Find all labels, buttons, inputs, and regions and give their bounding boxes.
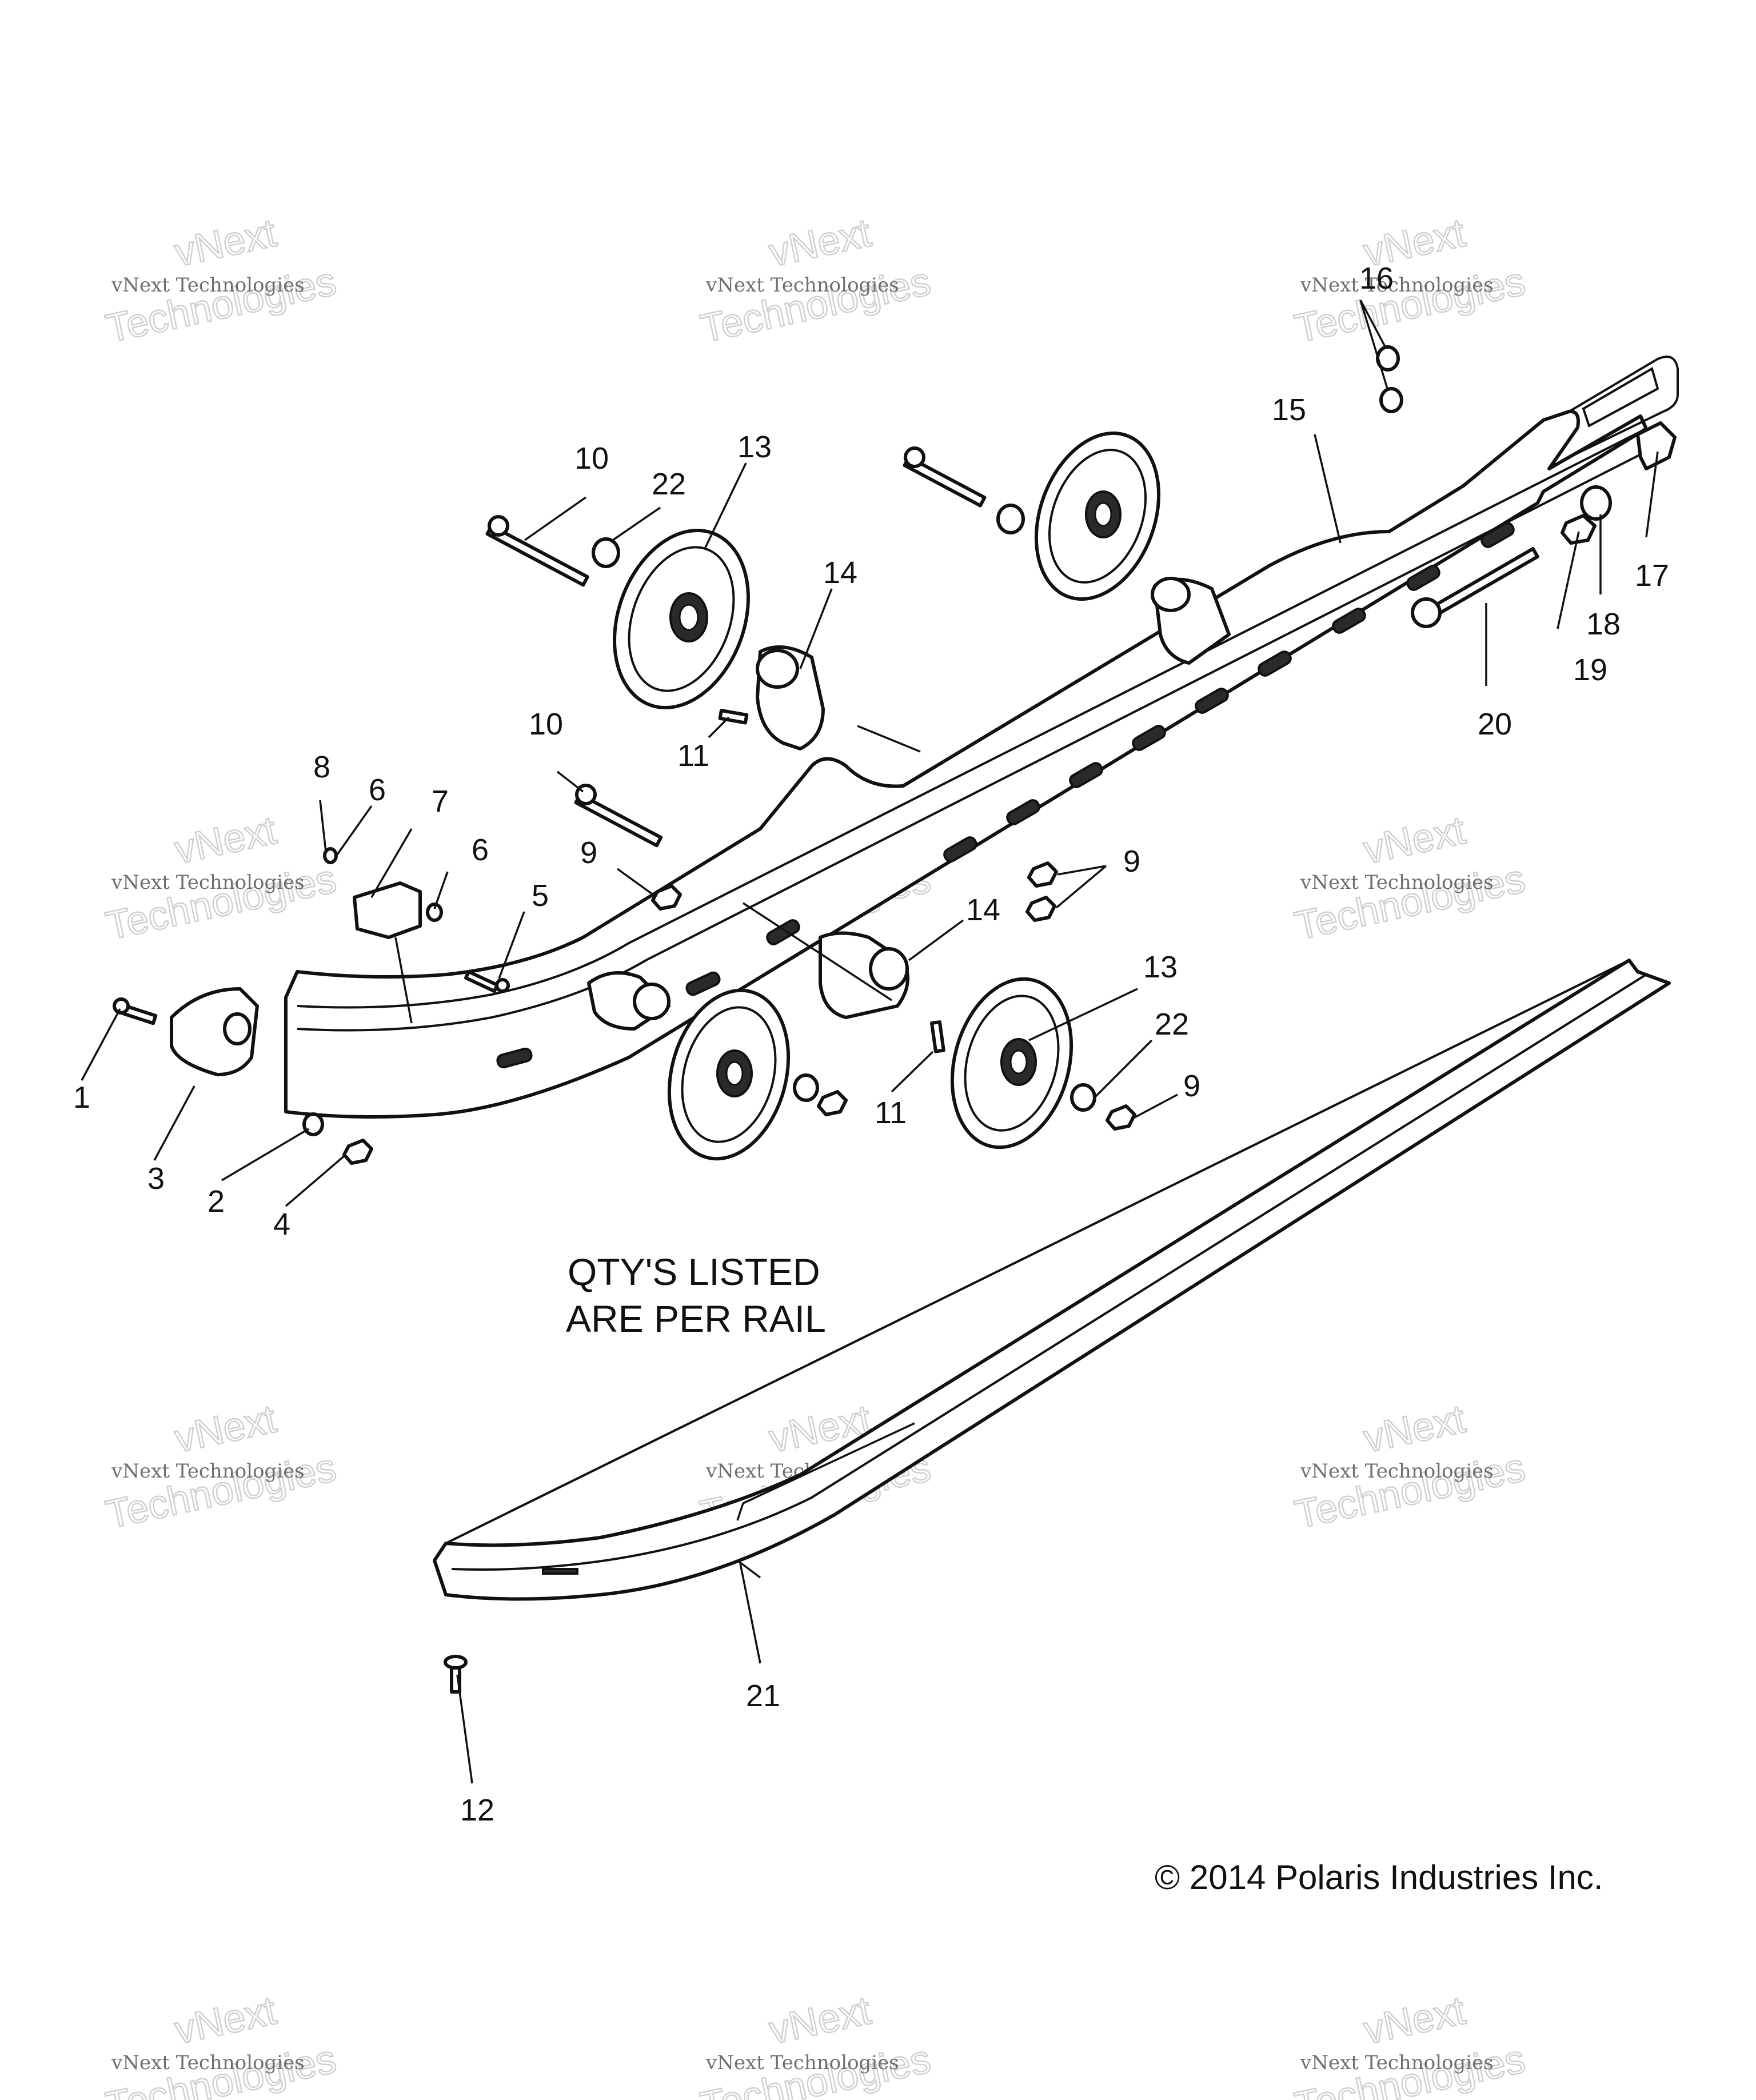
idler-wheel-upper-left [613, 529, 750, 709]
watermark-outline-top: vNext [1360, 1988, 1469, 2053]
watermark-caption: vNext Technologies [1300, 2051, 1494, 2074]
watermark-outline-top: vNext [765, 210, 875, 275]
watermark-outline-bottom: Technologies [1291, 856, 1529, 948]
callout-16: 16 [1359, 261, 1394, 296]
idler-wheel-lower-right [950, 977, 1073, 1149]
callout-19: 19 [1573, 653, 1607, 687]
callout-14: 14 [823, 556, 857, 590]
rail-slots [496, 522, 1515, 1069]
watermark-outline-top: vNext [1360, 1396, 1469, 1461]
watermark-caption: vNext Technologies [111, 1460, 305, 1483]
callout-11: 11 [677, 738, 709, 773]
callout-6: 6 [472, 833, 489, 867]
callout-20: 20 [1478, 707, 1512, 741]
callout-12: 12 [460, 1793, 494, 1827]
leader-lines [81, 300, 1659, 1784]
callout-14: 14 [966, 893, 1000, 927]
callout-15: 15 [1272, 393, 1306, 427]
quantity-note: QTY'S LISTED ARE PER RAIL [566, 1251, 826, 1340]
slide-rail [433, 959, 1671, 1601]
watermark-caption: vNext Technologies [705, 274, 899, 297]
callout-22: 22 [1155, 1007, 1189, 1041]
watermark-outline-bottom: Technologies [102, 259, 340, 351]
watermark-caption: vNext Technologies [111, 274, 305, 297]
callout-11: 11 [875, 1096, 907, 1130]
watermark-outline-top: vNext [765, 1988, 875, 2053]
watermark-caption: vNext Technologies [1300, 1460, 1494, 1483]
watermark-outline-top: vNext [171, 210, 280, 275]
watermark-outline-bottom: Technologies [1291, 259, 1529, 351]
callout-2: 2 [207, 1184, 225, 1219]
callout-13: 13 [1143, 950, 1178, 984]
callout-17: 17 [1635, 558, 1669, 593]
watermark-outline-bottom: Technologies [102, 856, 340, 948]
watermark-outline-top: vNext [171, 1396, 280, 1461]
wheel-mount-lower [819, 931, 909, 1019]
watermark-outline-bottom: Technologies [697, 259, 935, 351]
callout-5: 5 [532, 879, 549, 913]
watermark-outline-bottom: Technologies [1291, 1445, 1529, 1537]
callout-10: 10 [574, 441, 609, 476]
wheel-mount-rail-lower [587, 971, 671, 1031]
idler-wheel-upper-right [1034, 431, 1161, 601]
watermark-outline-top: vNext [171, 808, 280, 872]
idler-wheel-lower-left [667, 988, 791, 1161]
callout-6: 6 [369, 773, 386, 807]
callout-18: 18 [1586, 607, 1621, 641]
callout-1: 1 [73, 1080, 90, 1115]
callout-7: 7 [432, 784, 449, 819]
callout-22: 22 [652, 467, 686, 501]
note-line-2: ARE PER RAIL [566, 1297, 826, 1340]
callout-13: 13 [737, 430, 772, 464]
wheel-mount-rail-upper [1151, 577, 1231, 665]
note-line-1: QTY'S LISTED [568, 1251, 820, 1293]
callout-9: 9 [1123, 844, 1140, 879]
watermark-caption: vNext Technologies [1300, 274, 1494, 297]
watermark-caption: vNext Technologies [705, 2051, 899, 2074]
watermark-caption: vNext Technologies [1300, 871, 1494, 894]
callout-10: 10 [529, 707, 563, 741]
watermark-outline-bottom: Technologies [102, 1445, 340, 1537]
callout-3: 3 [147, 1161, 165, 1196]
callout-8: 8 [313, 750, 330, 784]
watermark-caption: vNext Technologies [111, 871, 305, 894]
callout-4: 4 [273, 1207, 290, 1241]
watermark-outline-top: vNext [171, 1988, 280, 2053]
watermark-outline-top: vNext [1360, 808, 1469, 872]
wheel-mount-upper [756, 645, 825, 750]
watermark-caption: vNext Technologies [111, 2051, 305, 2074]
copyright-text: © 2014 Polaris Industries Inc. [1155, 1858, 1603, 1897]
callout-21: 21 [746, 1679, 780, 1713]
callouts: 1 2 3 4 5 6 6 7 8 9 9 9 9 10 10 11 11 12… [73, 261, 1669, 1827]
callout-9: 9 [580, 836, 597, 870]
callout-9: 9 [1183, 1069, 1200, 1103]
